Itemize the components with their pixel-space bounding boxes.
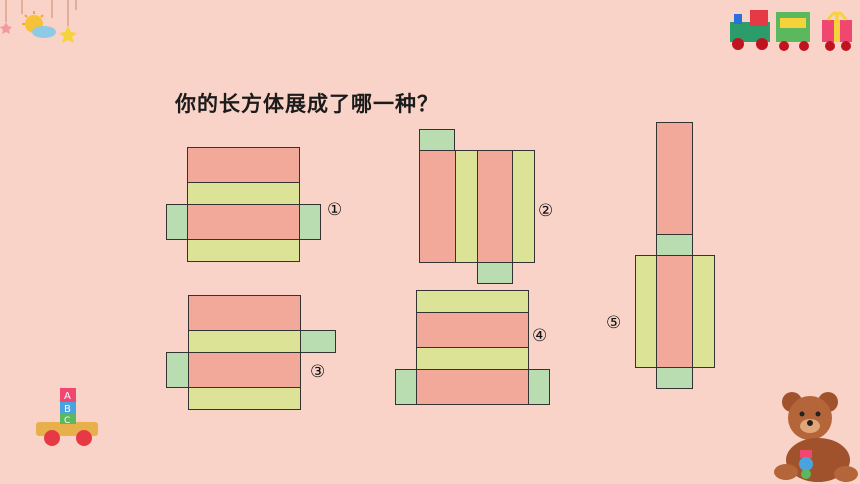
net-1-face-right	[299, 204, 321, 240]
net-5-face-left	[635, 255, 657, 368]
net-5-face-top	[656, 122, 693, 235]
net-2-face-top	[419, 129, 455, 151]
net-5-face-bottom	[656, 367, 693, 389]
net-5-face-center	[656, 255, 693, 368]
abc-blocks-cart-decoration: A B C	[36, 388, 98, 446]
net-4-face-2	[416, 312, 529, 348]
net-1-face-bottom	[187, 239, 300, 262]
net-3-face-2	[188, 330, 301, 353]
net-4-face-right	[528, 369, 550, 405]
block-letter-a: A	[64, 391, 71, 402]
net-1-label: ①	[327, 200, 343, 220]
net-3-face-left	[166, 352, 189, 388]
net-3-face-right	[300, 330, 336, 353]
block-letter-c: C	[64, 416, 70, 426]
net-2-face-1	[419, 150, 456, 263]
teddy-bear-decoration	[774, 392, 858, 482]
net-3-face-bottom	[188, 387, 301, 410]
net-1-face-top	[187, 147, 300, 183]
net-1-face-2	[187, 182, 300, 205]
net-2-face-bottom	[477, 262, 513, 284]
block-letter-b: B	[64, 404, 71, 415]
slide-title: 你的长方体展成了哪一种？	[175, 92, 439, 116]
net-3-face-center	[188, 352, 301, 388]
net-2-face-2	[455, 150, 478, 263]
net-4-face-bottom	[416, 369, 529, 405]
net-3-face-top	[188, 295, 301, 331]
net-5-face-2	[656, 234, 693, 256]
net-4-face-left	[395, 369, 417, 405]
net-2-label: ②	[538, 201, 554, 221]
net-5-label: ⑤	[606, 313, 622, 333]
net-5-face-right	[692, 255, 715, 368]
net-4-face-top	[416, 290, 529, 313]
sun-stars-decoration	[0, 0, 77, 43]
net-2-face-4	[512, 150, 535, 263]
net-4-label: ④	[532, 326, 548, 346]
net-4-face-3	[416, 347, 529, 370]
net-3-label: ③	[310, 362, 326, 382]
net-2-face-3	[477, 150, 513, 263]
net-1-face-center	[187, 204, 300, 240]
net-1-face-left	[166, 204, 188, 240]
toy-train-decoration	[730, 10, 852, 51]
